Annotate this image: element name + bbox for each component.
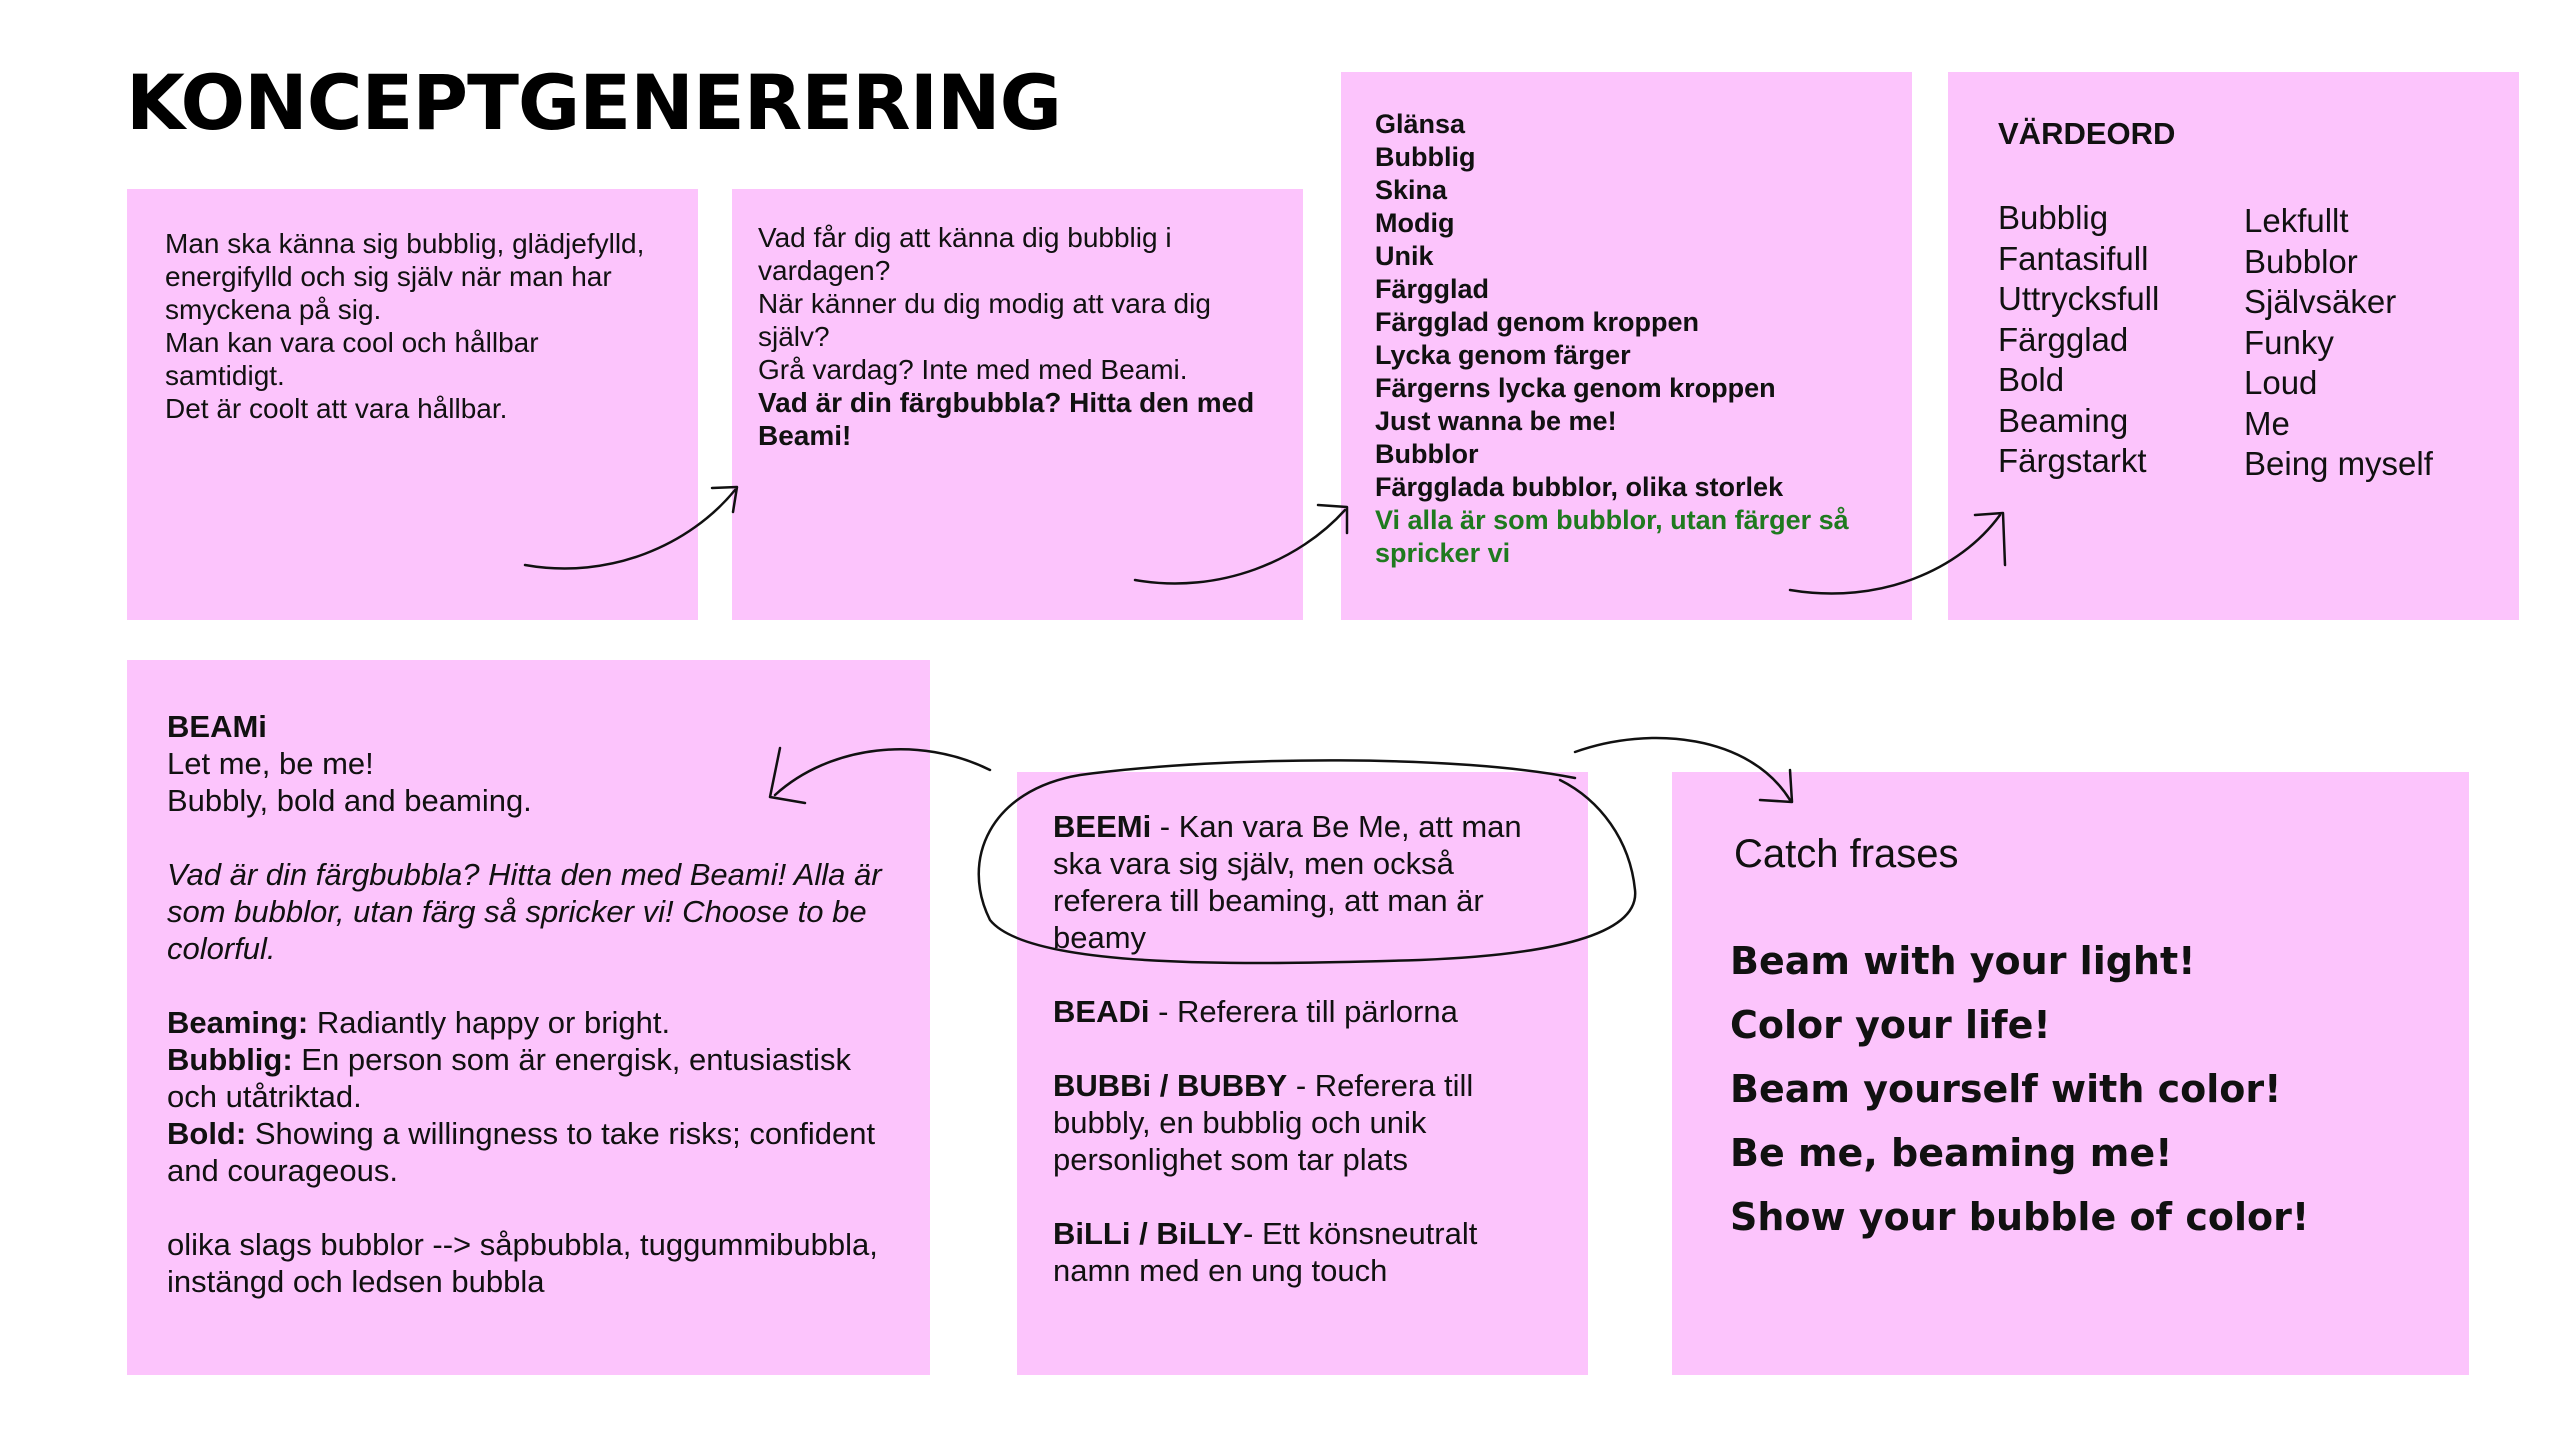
sticky-note-beami-concept: BEAMi Let me, be me! Bubbly, bold and be… (127, 660, 930, 1375)
page-title: KONCEPTGENERERING (126, 58, 1062, 147)
catch-phrase: Be me, beaming me! (1730, 1131, 2173, 1175)
name-idea: BiLLi / BiLLY- Ett könsneutralt namn med… (1053, 1216, 1478, 1288)
value-word: Lekfullt (2244, 202, 2349, 239)
note-text: Vad är din färgbubbla? Hitta den med Bea… (758, 387, 1255, 451)
note-text: Man ska känna sig bubblig, glädjefylld, … (165, 228, 645, 325)
value-word-column-2: Lekfullt Bubblor Självsäker Funky Loud M… (2244, 198, 2433, 485)
word-item: Färgglada bubblor, olika storlek (1375, 472, 1784, 502)
sticky-note-feeling: Man ska känna sig bubblig, glädjefylld, … (127, 189, 698, 620)
name-idea: BEEMi - Kan vara Be Me, att man ska vara… (1053, 809, 1522, 955)
definition: Beaming: Radiantly happy or bright. (167, 1005, 671, 1040)
sticky-note-name-ideas: BEEMi - Kan vara Be Me, att man ska vara… (1017, 772, 1588, 1375)
value-word-columns: Bubblig Fantasifull Uttrycksfull Färggla… (1998, 198, 2469, 485)
sticky-note-questions: Vad får dig att känna dig bubblig i vard… (732, 189, 1303, 620)
note-heading: VÄRDEORD (1998, 116, 2176, 151)
highlight-phrase: Vi alla är som bubblor, utan färger så s… (1375, 505, 1849, 568)
word-list: Glänsa Bubblig Skina Modig Unik Färgglad… (1375, 108, 1878, 570)
word-item: Färgglad genom kroppen (1375, 307, 1700, 337)
value-word: Funky (2244, 323, 2334, 361)
value-word: Beaming (1998, 401, 2129, 439)
note-text: När känner du dig modig att vara dig sjä… (758, 288, 1211, 352)
word-item: Unik (1375, 241, 1434, 271)
value-word: Färgglad (1998, 320, 2129, 358)
brand-block: BEAMi Let me, be me! Bubbly, bold and be… (167, 708, 890, 819)
tagline: Let me, be me! (167, 746, 374, 781)
catch-phrase: Beam yourself with color! (1730, 1067, 2282, 1111)
value-word-column-1: Bubblig Fantasifull Uttrycksfull Färggla… (1998, 198, 2244, 485)
word-item: Skina (1375, 175, 1448, 205)
brand-name: BEAMi (167, 709, 267, 744)
tagline: Bubbly, bold and beaming. (167, 783, 532, 818)
note-text: Vad får dig att känna dig bubblig i vard… (758, 222, 1172, 286)
bubbles-text: olika slags bubblor --> såpbubbla, tuggu… (167, 1227, 878, 1299)
word-item: Just wanna be me! (1375, 406, 1617, 436)
catch-phrase: Show your bubble of color! (1730, 1195, 2310, 1239)
sticky-note-catch-phrases: Catch frases Beam with your light! Color… (1672, 772, 2469, 1375)
value-word: Being myself (2244, 445, 2433, 482)
value-word: Me (2244, 404, 2290, 442)
note-text: Grå vardag? Inte med med Beami. (758, 354, 1188, 385)
value-word: Fantasifull (1998, 239, 2149, 277)
note-text: Man kan vara cool och hållbar samtidigt. (165, 327, 539, 391)
word-item: Glänsa (1375, 109, 1466, 139)
slogan-text: Vad är din färgbubbla? Hitta den med Bea… (167, 857, 882, 966)
note-text: Det är coolt att vara hållbar. (165, 393, 508, 424)
name-idea: BUBBi / BUBBY - Referera till bubbly, en… (1053, 1068, 1474, 1177)
word-item: Lycka genom färger (1375, 340, 1631, 370)
word-item: Bubblig (1375, 142, 1476, 172)
value-word: Bold (1998, 361, 2065, 398)
value-word: Självsäker (2244, 283, 2397, 320)
value-word: Bubblig (1998, 199, 2109, 236)
name-idea: BEADi - Referera till pärlorna (1053, 994, 1458, 1029)
value-word: Färgstarkt (1998, 442, 2147, 479)
catch-phrase: Beam with your light! (1730, 939, 2196, 983)
value-word: Uttrycksfull (1998, 280, 2160, 317)
word-item: Färgglad (1375, 274, 1490, 304)
definition: Bubblig: En person som är energisk, entu… (167, 1042, 851, 1114)
value-word: Loud (2244, 364, 2318, 401)
sticky-note-brainstorm-words: Glänsa Bubblig Skina Modig Unik Färgglad… (1341, 72, 1912, 620)
value-word: Bubblor (2244, 242, 2358, 280)
definition: Bold: Showing a willingness to take risk… (167, 1116, 876, 1188)
word-item: Färgerns lycka genom kroppen (1375, 373, 1776, 403)
definitions-block: Beaming: Radiantly happy or bright. Bubb… (167, 1004, 890, 1189)
catch-phrase: Color your life! (1730, 1003, 2051, 1047)
sticky-note-value-words: VÄRDEORD Bubblig Fantasifull Uttrycksful… (1948, 72, 2519, 620)
word-item: Modig (1375, 208, 1455, 238)
word-item: Bubblor (1375, 439, 1479, 469)
note-heading: Catch frases (1734, 832, 1959, 876)
